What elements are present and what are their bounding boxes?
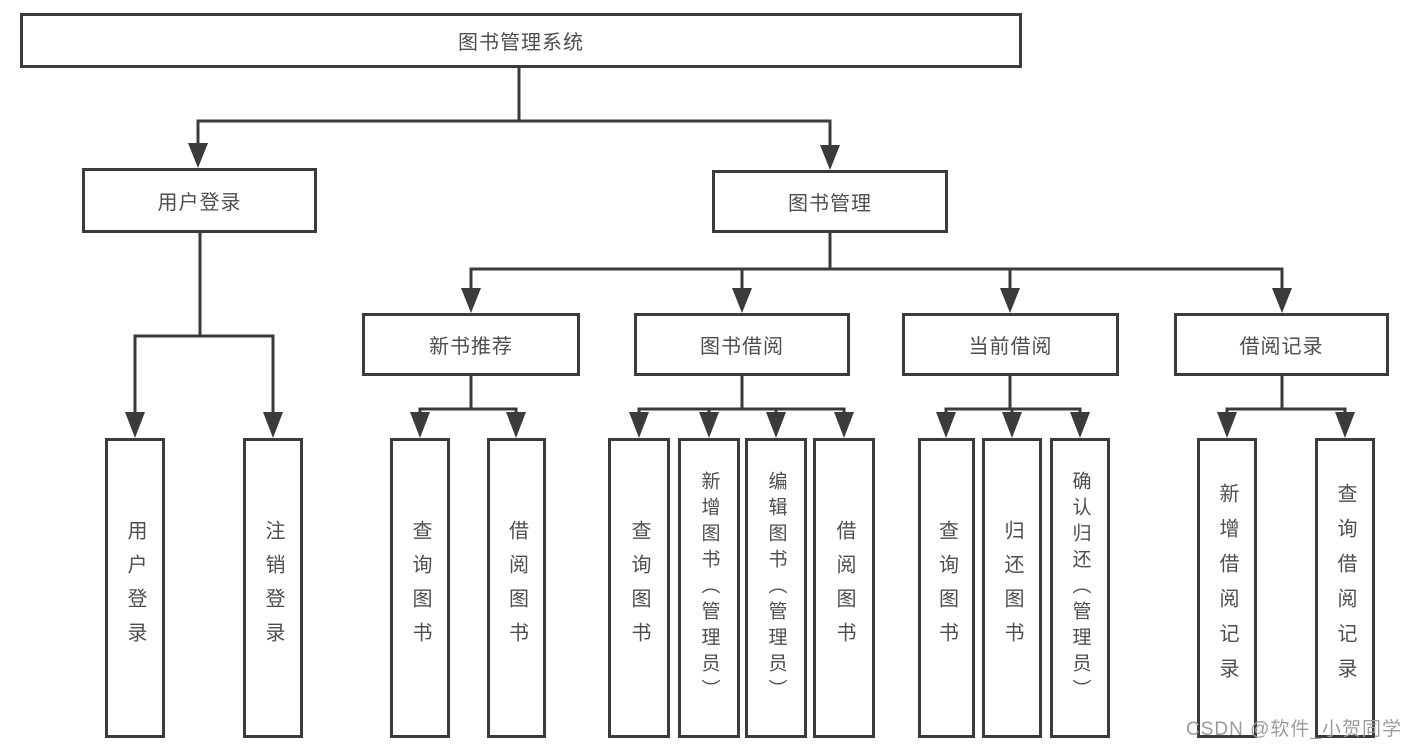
leaf-borrow-book-recommend: 借阅图书 [487,438,546,738]
leaf-add-borrow-record: 新增借阅记录 [1197,438,1257,738]
node-label: 用户登录 [124,520,146,656]
node-book-management-system: 图书管理系统 [20,13,1022,68]
node-label: 图书管理 [788,193,872,215]
node-label: 注销登录 [262,520,284,656]
node-book-management: 图书管理 [712,170,948,233]
node-label: 用户登录 [157,192,242,214]
node-label: 查询借阅记录 [1334,483,1356,693]
leaf-query-book-borrowing: 查询图书 [608,438,670,738]
leaf-user-login: 用户登录 [105,438,165,738]
leaf-query-book-recommend: 查询图书 [390,438,450,738]
node-label: 借阅图书 [505,520,528,656]
leaf-confirm-return-admin: 确认归还（管理员） [1050,438,1110,738]
node-label: 图书管理系统 [458,32,584,54]
node-label: 查询图书 [935,520,958,656]
node-borrowing-records: 借阅记录 [1174,313,1389,376]
leaf-return-book: 归还图书 [982,438,1042,738]
node-new-book-recommend: 新书推荐 [362,313,580,376]
node-label: 编辑图书（管理员） [765,471,787,705]
leaf-query-book-current: 查询图书 [918,438,975,738]
leaf-add-book-admin: 新增图书（管理员） [678,438,740,738]
node-label: 查询图书 [409,520,431,656]
leaf-query-borrow-record: 查询借阅记录 [1315,438,1375,738]
node-label: 新增借阅记录 [1216,483,1238,693]
node-label: 借阅图书 [833,520,855,656]
node-label: 图书借阅 [700,336,784,358]
node-label: 确认归还（管理员） [1069,471,1091,705]
node-label: 借阅记录 [1239,336,1324,358]
leaf-borrow-book: 借阅图书 [813,438,875,738]
leaf-edit-book-admin: 编辑图书（管理员） [745,438,807,738]
node-label: 新增图书（管理员） [698,471,720,705]
leaf-logout-login: 注销登录 [243,438,303,738]
node-label: 归还图书 [1001,520,1023,656]
node-label: 当前借阅 [968,336,1053,358]
node-label: 新书推荐 [429,336,513,358]
node-user-login: 用户登录 [82,168,317,233]
node-book-borrowing: 图书借阅 [634,313,850,376]
node-label: 查询图书 [628,520,650,656]
csdn-watermark: CSDN @软件_小贺同学 [1186,719,1402,740]
node-current-borrowing: 当前借阅 [902,313,1119,376]
